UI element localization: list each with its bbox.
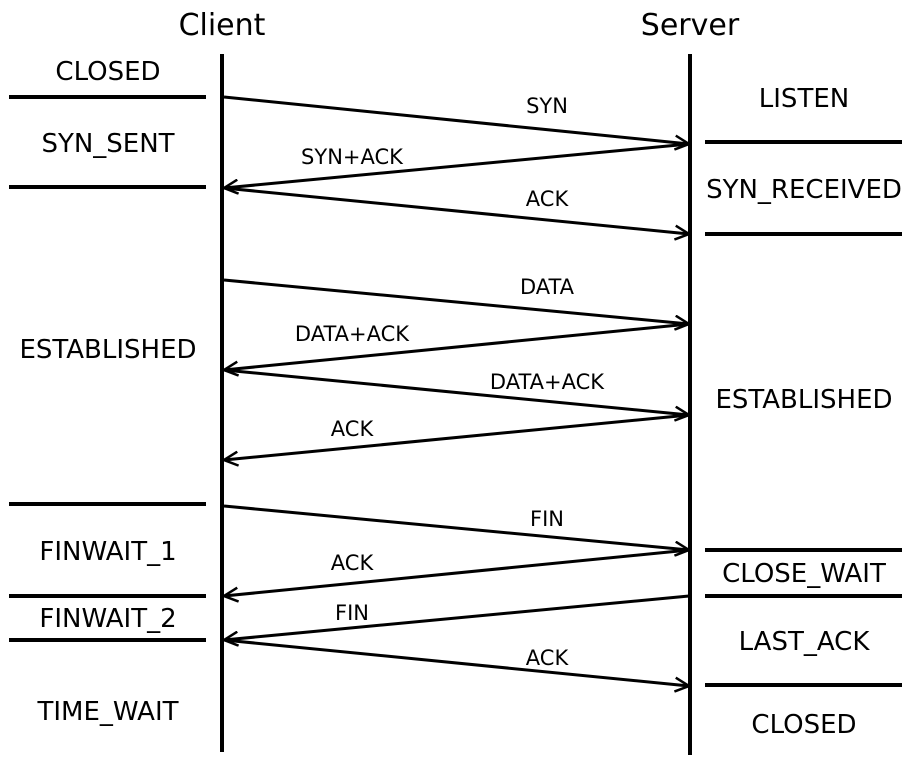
message-label-syn: SYN xyxy=(526,94,568,118)
server-state-separators xyxy=(705,140,902,687)
message-arrow-ack xyxy=(223,638,689,686)
message-arrow-data-ack xyxy=(223,368,689,415)
message-label-ack: ACK xyxy=(331,417,375,441)
message-arrow-ack xyxy=(223,186,689,234)
client-state-time-wait: TIME_WAIT xyxy=(36,697,178,727)
message-labels: SYN SYN+ACK ACK DATA DATA+ACK DATA+ACK A… xyxy=(295,94,605,670)
message-label-syn-ack: SYN+ACK xyxy=(301,145,404,169)
message-arrow-data xyxy=(223,278,689,324)
messages xyxy=(223,95,690,686)
message-label-fin: FIN xyxy=(335,601,369,625)
server-states: LISTEN SYN_RECEIVED ESTABLISHED CLOSE_WA… xyxy=(706,84,902,740)
client-state-closed: CLOSED xyxy=(55,57,160,87)
server-state-syn-received: SYN_RECEIVED xyxy=(706,175,902,205)
message-arrow-fin xyxy=(223,504,689,550)
client-header: Client xyxy=(179,8,266,43)
server-state-close-wait: CLOSE_WAIT xyxy=(722,559,886,589)
client-state-finwait-1: FINWAIT_1 xyxy=(39,537,176,567)
message-label-data: DATA xyxy=(520,275,575,299)
message-label-data-ack: DATA+ACK xyxy=(295,322,410,346)
client-state-finwait-2: FINWAIT_2 xyxy=(39,604,176,634)
server-state-established: ESTABLISHED xyxy=(715,385,892,415)
server-state-closed: CLOSED xyxy=(751,710,856,740)
message-label-fin: FIN xyxy=(530,507,564,531)
message-label-data-ack: DATA+ACK xyxy=(490,370,605,394)
client-states: CLOSED SYN_SENT ESTABLISHED FINWAIT_1 FI… xyxy=(19,57,196,727)
message-arrow-data-ack xyxy=(224,322,690,370)
message-arrow-syn xyxy=(223,95,689,144)
server-state-listen: LISTEN xyxy=(759,84,849,114)
message-arrow-fin xyxy=(224,594,690,640)
message-label-ack: ACK xyxy=(331,551,375,575)
server-header: Server xyxy=(641,8,740,43)
message-arrow-ack xyxy=(224,413,690,460)
message-arrow-syn-ack xyxy=(224,142,690,188)
client-state-separators xyxy=(9,95,206,642)
message-label-ack: ACK xyxy=(526,187,570,211)
message-arrow-ack xyxy=(224,548,690,596)
client-state-established: ESTABLISHED xyxy=(19,335,196,365)
server-state-last-ack: LAST_ACK xyxy=(739,627,871,657)
client-state-syn-sent: SYN_SENT xyxy=(41,129,174,159)
message-label-ack: ACK xyxy=(526,646,570,670)
